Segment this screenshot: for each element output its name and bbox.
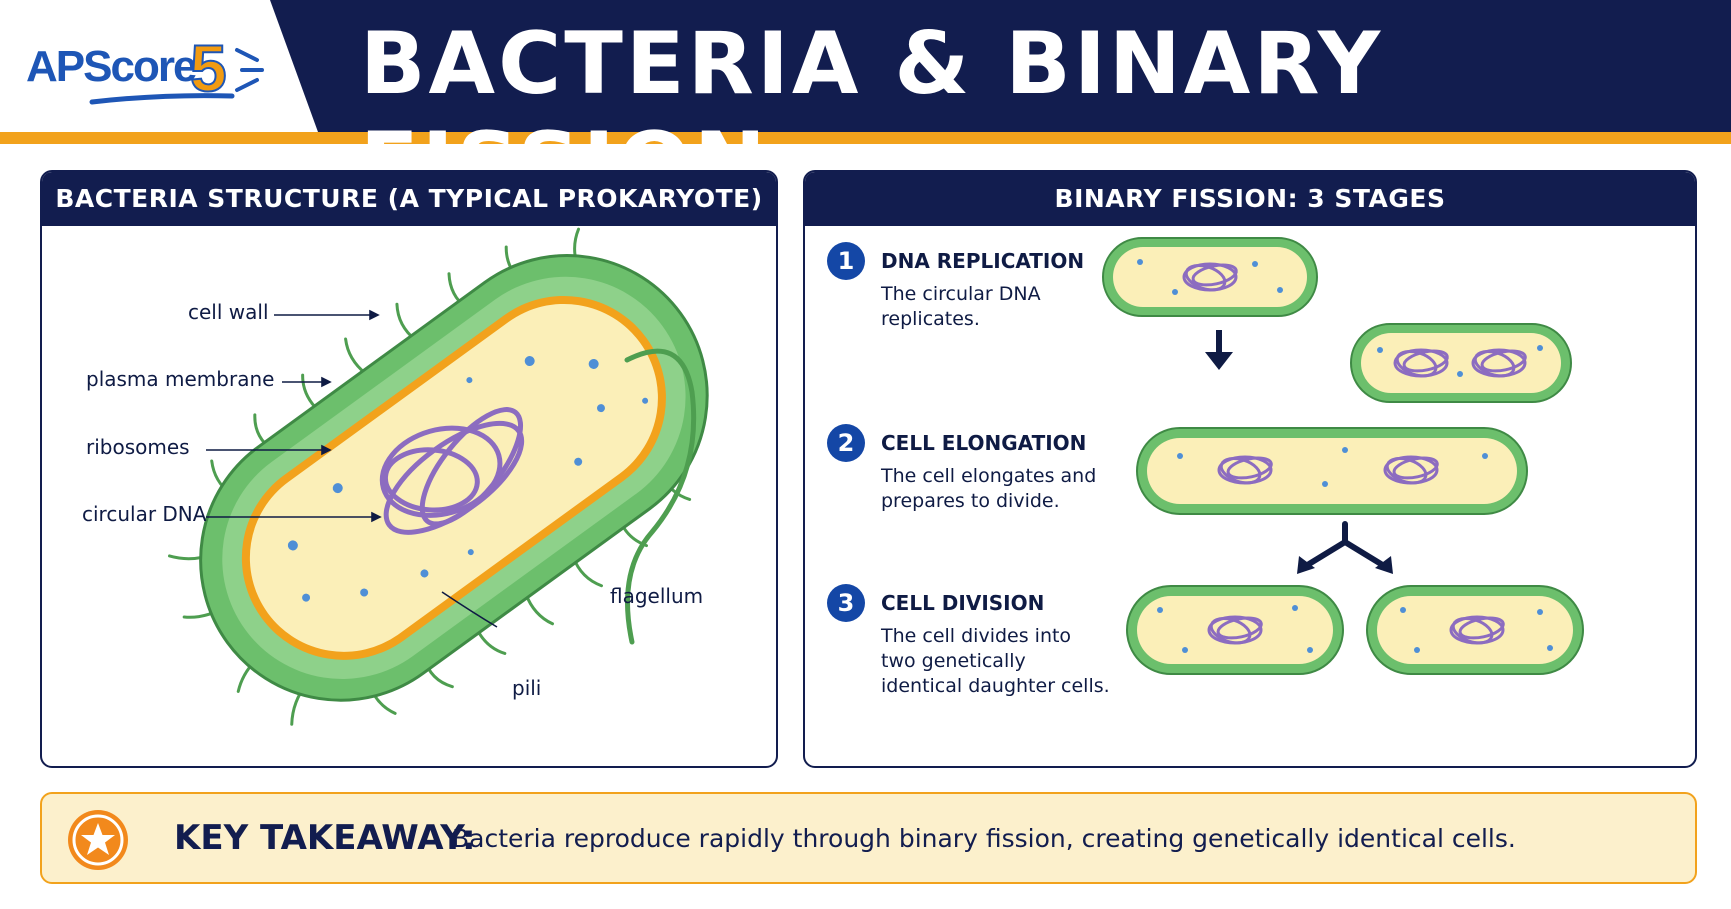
- structure-panel-heading: BACTERIA STRUCTURE (A TYPICAL PROKARYOTE…: [42, 172, 776, 226]
- header-banner: [270, 0, 1731, 132]
- stage-2-text: The cell elongates and prepares to divid…: [881, 465, 1097, 512]
- logo-swoosh-icon: [89, 48, 264, 105]
- label-plasma-membrane: plasma membrane: [86, 367, 275, 391]
- fission-diagram: [1102, 237, 1584, 675]
- label-pili: pili: [512, 676, 542, 700]
- pointer-lines: [206, 309, 498, 628]
- stage-2-number: 2: [827, 424, 865, 462]
- logo-text: APScore: [26, 42, 197, 91]
- key-takeaway: KEY TAKEAWAY: Bacteria reproduce rapidly…: [40, 792, 1697, 884]
- stage-3-number: 3: [827, 584, 865, 622]
- stage-3-text: The cell divides into two genetically id…: [881, 625, 1110, 697]
- split-arrow-icon: [1306, 521, 1384, 567]
- logo: APScore 5: [22, 30, 282, 120]
- cytoplasm: [249, 303, 658, 652]
- fission-panel: BINARY FISSION: 3 STAGES: [803, 170, 1697, 768]
- stage3-daughter-cell-left: [1126, 585, 1344, 675]
- arrow-down-icon: [1205, 330, 1233, 370]
- label-circular-dna: circular DNA: [82, 502, 207, 526]
- fission-panel-heading: BINARY FISSION: 3 STAGES: [805, 172, 1695, 226]
- label-flagellum: flagellum: [610, 584, 704, 608]
- stage1-replicated-cell: [1350, 323, 1572, 403]
- bacterium-diagram: [167, 227, 709, 726]
- label-ribosomes: ribosomes: [86, 435, 190, 459]
- star-badge: [68, 810, 128, 870]
- stage2-elongated-cell: [1136, 427, 1528, 515]
- key-takeaway-label: KEY TAKEAWAY:: [174, 818, 476, 858]
- header-divider: [0, 132, 1731, 144]
- page-title: BACTERIA & BINARY FISSION: [360, 14, 1384, 214]
- flagellum: [624, 348, 697, 645]
- stage-3-title: CELL DIVISION: [881, 591, 1045, 615]
- stage-1-title: DNA REPLICATION: [881, 249, 1085, 273]
- star-icon: [72, 814, 124, 866]
- stage-2-title: CELL ELONGATION: [881, 431, 1087, 455]
- stage-1-text: The circular DNA replicates.: [881, 283, 1041, 330]
- label-cell-wall: cell wall: [188, 300, 269, 324]
- stage-1-number: 1: [827, 242, 865, 280]
- header: APScore 5 BACTERIA & BINARY FISSION: [0, 0, 1731, 214]
- stage1-cell: [1102, 237, 1318, 317]
- structure-panel: BACTERIA STRUCTURE (A TYPICAL PROKARYOTE…: [40, 170, 778, 768]
- key-takeaway-text: Bacteria reproduce rapidly through binar…: [452, 824, 1516, 853]
- circular-dna: [379, 407, 525, 535]
- ribosomes: [287, 356, 649, 602]
- stage3-daughter-cell-right: [1366, 585, 1584, 675]
